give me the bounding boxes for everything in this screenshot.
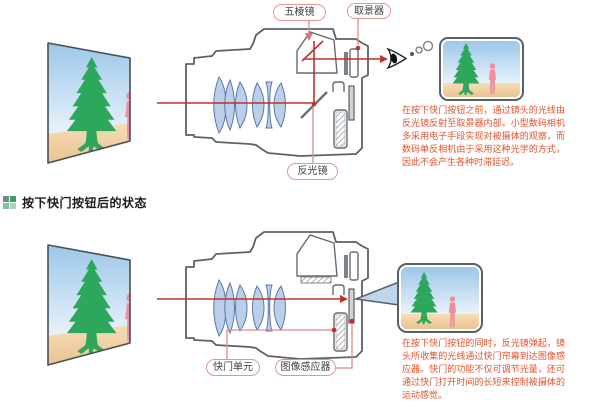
pentaprism-pointer-arrow — [305, 33, 313, 41]
label-connectors-top — [308, 19, 359, 163]
label-viewfinder: 取景器 — [347, 3, 391, 19]
label-pentaprism: 五棱镜 — [273, 4, 326, 21]
label-reflex-mirror: 反光镜 — [287, 163, 338, 180]
camera-body-top — [185, 28, 369, 157]
label-image-sensor: 图像感应器 — [275, 359, 336, 376]
eye-icon — [386, 47, 408, 70]
speech-bubble — [353, 263, 483, 333]
light-path-bottom — [157, 295, 348, 303]
label-connectors-bottom — [226, 322, 353, 369]
reflex-mirror-raised — [300, 276, 332, 284]
label-shutter-unit: 快门单元 — [206, 359, 260, 376]
viewfinder-preview — [439, 37, 524, 101]
section-heading-text: 按下快门按钮后的状态 — [22, 196, 148, 210]
thought-dots — [410, 40, 434, 56]
subject-billboard-bottom — [47, 244, 131, 366]
subject-billboard-top — [47, 42, 131, 164]
paragraph-after-shutter: 在按下快门按钮的同时，反光镜弹起，镜头所收集的光线通过快门帘幕到达图像感应器。快… — [402, 338, 565, 400]
light-path-top — [157, 40, 388, 119]
green-squares-icon — [3, 196, 16, 209]
section-heading: 按下快门按钮后的状态 — [3, 194, 147, 211]
paragraph-before-shutter: 在按下快门按钮之前，通过镜头的光线由反光镜反射至取景器内部。小型数码相机多采用电… — [402, 105, 565, 167]
